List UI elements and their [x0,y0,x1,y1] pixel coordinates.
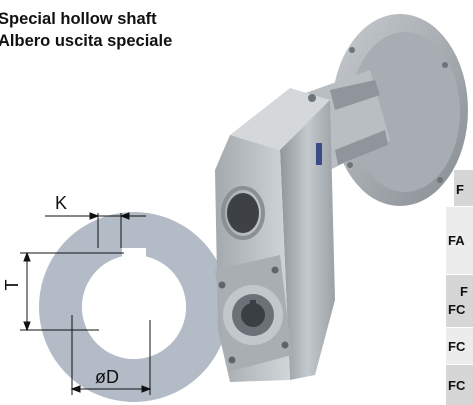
breather-plug [308,94,316,102]
table-row-bg [446,207,473,274]
adapter-rib [335,130,388,165]
flange-bolt [437,177,443,183]
title-english: Special hollow shaft [0,10,157,28]
nameplate [316,143,322,165]
table-row-label: F [460,284,468,299]
table-row-label: F [456,182,464,197]
spec-table: F FA F FC FC FC [446,170,473,405]
table-row-bg [446,328,473,364]
bore [82,255,186,359]
motor-flange-rim [350,32,460,192]
flange-bolt [271,266,279,274]
dim-d-arrow [141,385,152,393]
table-row-bg [446,365,473,405]
dim-k-arrow [119,212,130,220]
dim-d-arrow [70,385,81,393]
input-bore [227,193,259,233]
dim-label-d: øD [95,367,119,387]
input-bore-rim [221,186,265,240]
output-shaft-bore [241,303,265,327]
dimension-lines [20,212,152,395]
table-row-bg [446,275,473,327]
flange-bolt [442,62,448,68]
table-row-label: FC [448,302,466,317]
heading: Special hollow shaft Albero uscita speci… [0,8,172,52]
flange-bolt [228,356,236,364]
table-row-label: FA [448,233,465,248]
hollow-shaft-section [39,212,229,402]
flange-bolt [281,341,289,349]
shaft-ring [39,212,229,402]
housing-side [280,100,335,380]
gearbox-image [215,14,468,382]
dim-k-arrow [89,212,100,220]
flange-bolt [347,162,353,168]
table-row-bg [454,170,473,206]
dim-t-arrow [23,251,31,262]
flange-bolt [218,281,226,289]
output-shaft-key [250,300,256,305]
dim-label-t: T [2,280,22,291]
adapter-rib [330,80,380,110]
table-row-label: FC [448,339,466,354]
title-italian: Albero uscita speciale [0,32,173,50]
dim-t-arrow [23,321,31,332]
table-row-label: FC [448,378,466,393]
flange-bolt [349,47,355,53]
housing-top [230,88,330,150]
dim-label-k: K [55,193,67,213]
